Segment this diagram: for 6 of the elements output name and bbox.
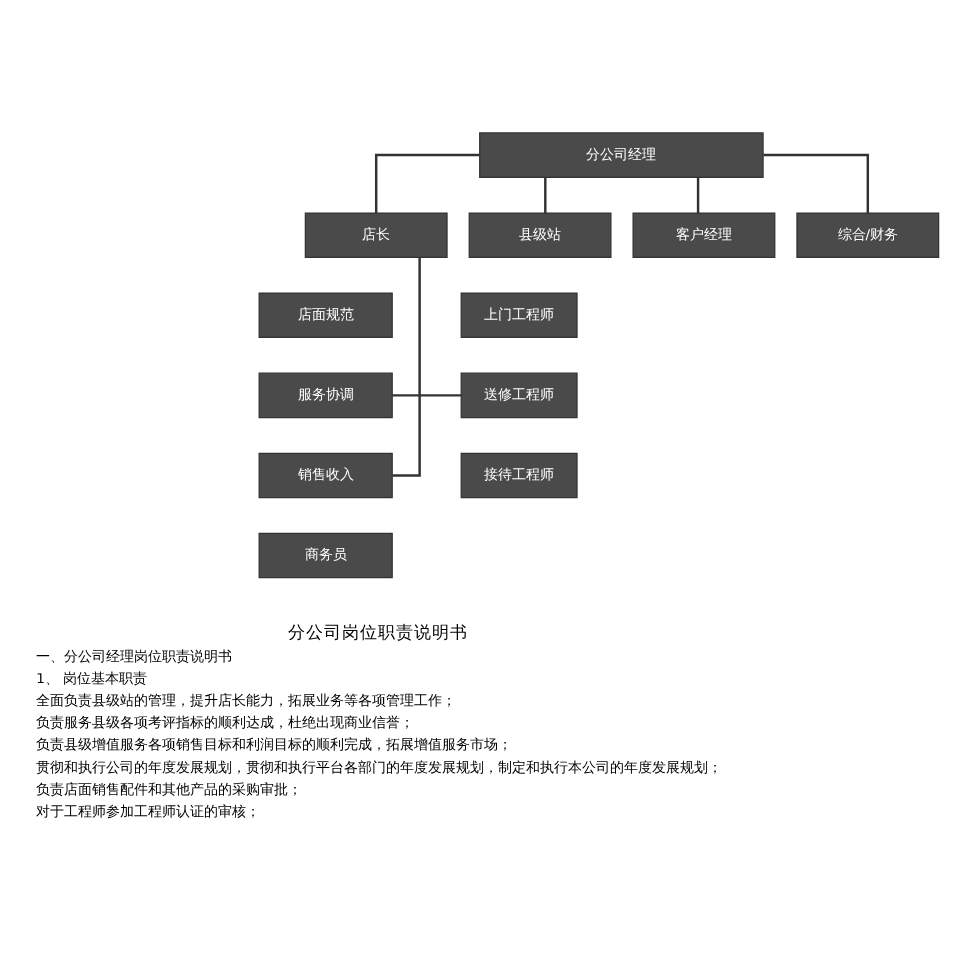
connector [392, 393, 462, 396]
connector [374, 152, 480, 212]
connector [696, 176, 700, 212]
label: 分公司岗位职责说明书 [288, 622, 469, 643]
connector [763, 152, 870, 212]
connector [544, 176, 547, 212]
